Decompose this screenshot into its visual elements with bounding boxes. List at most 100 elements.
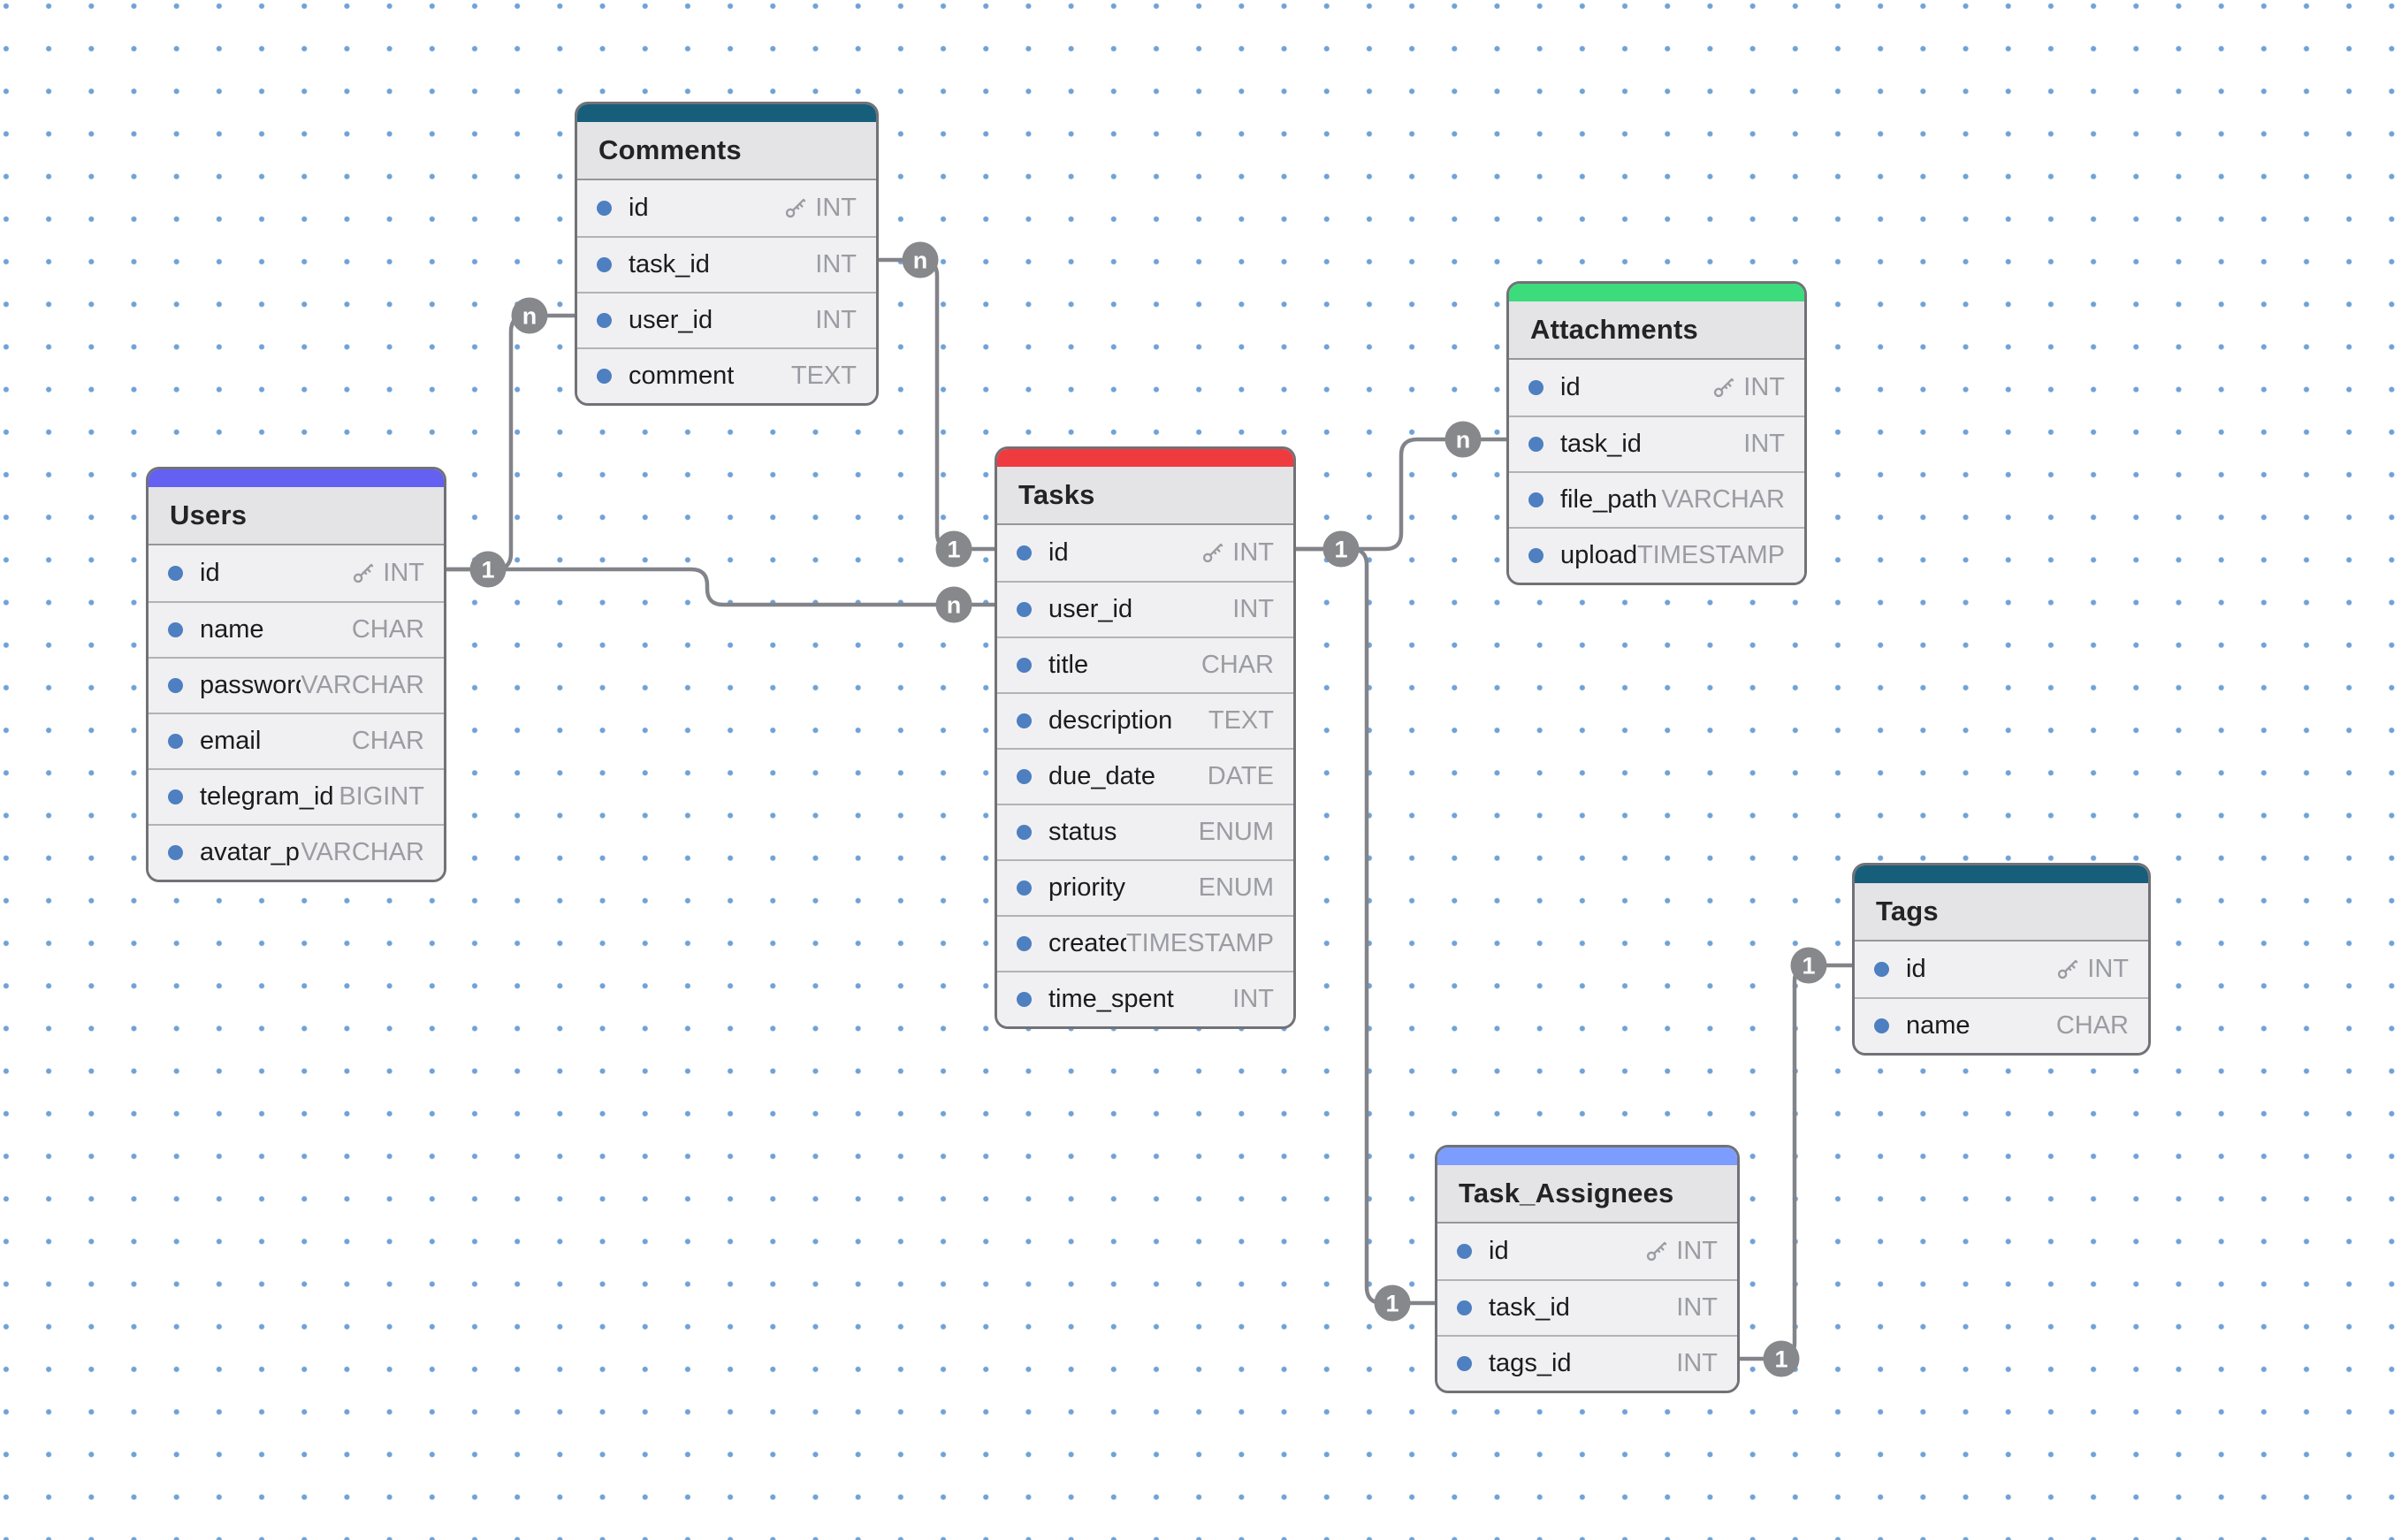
field-type: TIMESTAMP <box>1126 929 1274 958</box>
field-name: due_date <box>1048 762 1155 790</box>
field-type-text: INT <box>815 250 857 278</box>
field-type-text: TIMESTAMP <box>1125 929 1274 957</box>
field-name: password <box>200 671 301 699</box>
field-name: title <box>1048 651 1089 679</box>
field-type: VARCHAR <box>1661 485 1785 515</box>
field-name: avatar_pa... <box>200 838 301 866</box>
field-dot-icon <box>1457 1300 1472 1315</box>
cardinality-circle <box>1763 1340 1800 1377</box>
field-dot-icon <box>1017 825 1032 840</box>
cardinality-circle <box>469 551 507 588</box>
field-dot-icon <box>168 845 183 860</box>
cardinality-label: 1 <box>481 557 494 583</box>
field-type-text: TIMESTAMP <box>1636 541 1785 569</box>
field-row-attachments-3[interactable]: upload...TIMESTAMP <box>1509 527 1804 583</box>
table-color-strip <box>577 104 876 122</box>
cardinality-badge: n <box>1444 421 1482 458</box>
field-dot-icon <box>168 622 183 637</box>
table-title: Comments <box>577 122 876 180</box>
cardinality-badge: 1 <box>1790 947 1827 984</box>
primary-key-icon <box>1647 1241 1667 1262</box>
cardinality-badge: 1 <box>935 530 972 568</box>
field-dot-icon <box>168 789 183 804</box>
field-name: id <box>1560 373 1581 401</box>
cardinality-circle <box>511 297 548 334</box>
field-dot-icon <box>1457 1356 1472 1371</box>
field-name: created... <box>1048 929 1126 957</box>
field-type: INT <box>1644 1237 1718 1266</box>
field-dot-icon <box>1528 548 1544 563</box>
field-type: VARCHAR <box>301 671 424 700</box>
cardinality-badge: n <box>902 241 939 278</box>
field-dot-icon <box>1528 380 1544 395</box>
field-row-attachments-0[interactable]: id INT <box>1509 360 1804 415</box>
field-dot-icon <box>1017 545 1032 560</box>
field-type-text: VARCHAR <box>1661 485 1785 514</box>
relationship-line-users-comments[interactable] <box>445 313 576 572</box>
cardinality-label: n <box>522 303 537 330</box>
field-row-tasks-7[interactable]: created...TIMESTAMP <box>997 915 1293 971</box>
field-type-text: TEXT <box>1208 706 1274 735</box>
field-type: INT <box>1200 538 1274 568</box>
cardinality-circle <box>902 241 939 278</box>
field-type: INT <box>2055 955 2129 984</box>
field-type-text: INT <box>1232 985 1274 1013</box>
field-type: INT <box>783 194 857 223</box>
relationship-line-users-tasks[interactable] <box>445 567 996 607</box>
field-type-text: CHAR <box>351 727 424 755</box>
cardinality-badge: 1 <box>1374 1285 1411 1322</box>
field-dot-icon <box>1017 713 1032 728</box>
cardinality-label: 1 <box>1774 1346 1787 1373</box>
field-type: TEXT <box>791 362 857 391</box>
field-name: task_id <box>1560 430 1642 458</box>
primary-key-icon <box>354 563 374 583</box>
relationship-line-comments-tasks[interactable] <box>877 257 996 552</box>
field-name: name <box>1906 1011 1970 1040</box>
field-type: INT <box>1711 373 1785 402</box>
field-type: INT <box>1232 595 1274 624</box>
field-type-text: VARCHAR <box>301 838 424 866</box>
field-row-users-5[interactable]: avatar_pa...VARCHAR <box>149 824 444 880</box>
relationship-line-tags-task_assignees[interactable] <box>1738 963 1854 1361</box>
cardinality-circle <box>935 530 972 568</box>
field-type-text: ENUM <box>1198 818 1274 846</box>
cardinality-circle <box>1444 421 1482 458</box>
field-type-text: INT <box>1676 1349 1718 1377</box>
cardinality-badge: n <box>511 297 548 334</box>
field-dot-icon <box>597 257 612 272</box>
cardinality-badge: n <box>935 586 972 623</box>
relationship-line-tasks-task_assignees[interactable] <box>1294 546 1437 1306</box>
relationship-line-tasks-attachments[interactable] <box>1294 437 1508 552</box>
